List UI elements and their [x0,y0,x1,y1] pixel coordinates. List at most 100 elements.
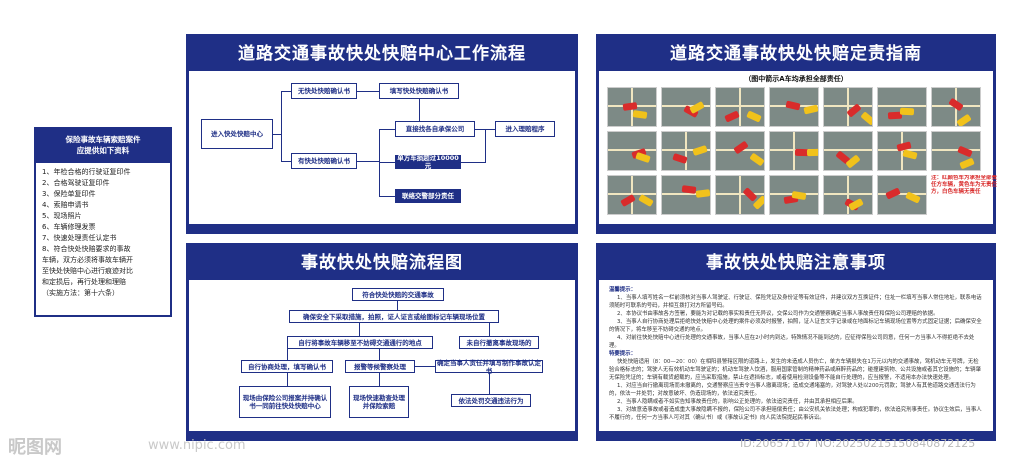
notes-title: 事故快处快赔注意事项 [599,246,993,280]
connector [281,161,291,162]
red-car-icon [620,193,636,208]
connector [379,129,395,130]
important-tip-label: 特要提示： [609,351,636,357]
process-flow-title: 事故快处快赔流程图 [189,246,575,280]
flow-direct-insurer: 直接找各自承保公司 [395,121,475,137]
red-car-icon [785,100,801,111]
road-marking [847,88,850,126]
flow-enter-center: 进入快处快赔中心 [201,119,273,149]
liability-guide-title: 道路交通事故快处快赔定责指南 [599,37,993,71]
accident-diagram-cell [769,175,819,215]
flow-no-confirm: 无快处快赔确认书 [291,83,357,99]
workflow-panel: 道路交通事故快处快赔中心工作流程 进入快处快赔中心 无快处快赔确认书 填写快处快… [186,34,578,234]
warm-tip-list: 1、当事人填写姓名一栏前须核对当事人驾驶证、行驶证、保险凭证及身份证等有效证件，… [609,294,983,350]
flow-single-party-loss: 单方车损超过10000元 [395,154,461,170]
watermark-url: www.nipic.com [148,438,246,453]
required-document-item: 2、合格驾驶证复印件 [42,179,110,187]
yellow-car-icon [749,152,764,167]
pf-determine-liability: 确定当事人责任并填写制作事故认定书 [435,358,543,375]
panel-footer-bar [189,224,575,231]
road-marking [685,132,688,170]
process-flow-panel: 事故快处快赔流程图 符合快处快赔的交通事故 确保安全下采取措施，拍照，证人证言或… [186,243,578,441]
accident-diagram-cell [715,87,765,127]
pf-punish-violation: 依法处罚交通违法行为 [451,394,531,407]
pf-not-evacuated: 未自行撤离事故现场的 [459,336,539,349]
red-car-icon [742,187,758,202]
connector [357,91,379,92]
required-document-item: 3、保险单复印件 [42,190,96,198]
road-marking [847,176,850,214]
accident-diagram-cell [661,131,711,171]
warm-tip-item: 4、对前往快处快赔中心进行处理的交通事故，当事人应在2小时内到达，特殊情况不能到… [609,335,975,349]
accident-diagram-cell [823,87,873,127]
accident-diagram-cell [877,87,927,127]
warm-tip-item: 1、当事人填写姓名一栏前须核对当事人驾驶证、行驶证、保险凭证及身份证等有效证件，… [609,295,982,309]
road-marking [739,88,742,126]
yellow-car-icon [806,148,818,157]
yellow-car-icon [959,157,975,170]
accident-diagram-cell [769,131,819,171]
connector [485,129,486,163]
accident-diagram-cell [607,131,657,171]
yellow-car-icon [746,110,762,123]
red-car-icon [724,110,740,123]
yellow-car-icon [638,193,654,208]
accident-diagram-cell [769,87,819,127]
important-tip-item: 快处快赔适用（8：00—20：00）在相阳县警辖区限的道路上，发生的未造成人员伤… [609,359,981,381]
road-marking [662,193,710,196]
required-document-item: 1、年检合格的行驶证复印件 [42,168,131,176]
required-documents-title-2: 应提供如下资料 [76,146,130,155]
connector [357,161,379,162]
yellow-car-icon [803,104,818,115]
red-car-icon [885,187,901,200]
panel-footer-bar [599,431,993,438]
accident-diagram-cell [607,175,657,215]
pf-call-police: 报警等候警察处理 [345,360,415,373]
accident-diagram-cell [661,87,711,127]
connector [281,91,282,161]
road-marking [878,193,926,196]
notes-panel: 事故快处快赔注意事项 温馨提示： 1、当事人填写姓名一栏前须核对当事人驾驶证、行… [596,243,996,441]
required-document-item: 至快处快赔中心进行痕迹对比 [42,267,133,275]
connector [489,323,490,336]
yellow-car-icon [692,145,708,156]
watermark-id: ID:20657167 NO:20250215150840872125 [740,437,976,450]
warm-tip-label: 温馨提示： [609,287,636,293]
connector [379,349,380,360]
connector [379,196,395,197]
accident-diagram-cell [823,131,873,171]
accident-diagram-cell [877,131,927,171]
required-documents-panel: 保险事故车辆索赔案件 应提供如下资料 1、年检合格的行驶证复印件 2、合格驾驶证复… [34,127,172,317]
required-document-item: 4、索赔申请书 [42,201,89,209]
accident-diagram-cell [931,131,981,171]
road-marking [608,149,656,152]
panel-footer-bar [599,224,993,231]
important-tip-item: 3、对故意造事故或者造成重大事故隐瞒不报的，保险公司不承担赔偿责任；由公安机关依… [609,407,982,421]
road-marking [824,149,872,152]
flow-claim: 进入理赔程序 [495,121,555,137]
required-document-item: 8、符合快处快赔要求的事故 [42,245,131,253]
connector [419,99,420,121]
required-document-item: 6、车辆修理发票 [42,223,96,231]
liability-guide-panel: 道路交通事故快处快赔定责指南 （图中箭示A车均承担全部责任） 注：红颜色车为承担… [596,34,997,234]
accident-diagram-cell [661,175,711,215]
accident-diagram-cell [715,131,765,171]
yellow-car-icon [899,107,915,116]
pf-secure-scene: 确保安全下采取措施，拍照，证人证言或绘图标记车辆现场位置 [289,310,499,323]
yellow-car-icon [632,110,648,119]
warm-tip-item: 2、本协议书由事故各方签署，要能为对记载的事实和责任无异议，交保公司作为交通警察… [617,311,939,317]
pf-self-negotiate: 自行协商处理，填写确认书 [241,360,333,373]
road-marking [793,132,796,170]
red-car-icon [948,97,964,112]
notes-body: 温馨提示： 1、当事人填写姓名一栏前须核对当事人驾驶证、行驶证、保险凭证及身份证… [599,280,993,428]
road-marking [739,176,742,214]
red-car-icon [957,145,973,158]
required-documents-title-1: 保险事故车辆索赔案件 [65,135,141,144]
accident-diagram-cell [607,87,657,127]
connector [461,162,485,163]
yellow-car-icon [956,113,972,126]
connector [489,373,490,394]
pf-qualified-accident: 符合快处快赔的交通事故 [352,288,444,301]
connector [273,134,281,135]
flow-traffic-police: 联络交警部分责任 [395,189,461,203]
